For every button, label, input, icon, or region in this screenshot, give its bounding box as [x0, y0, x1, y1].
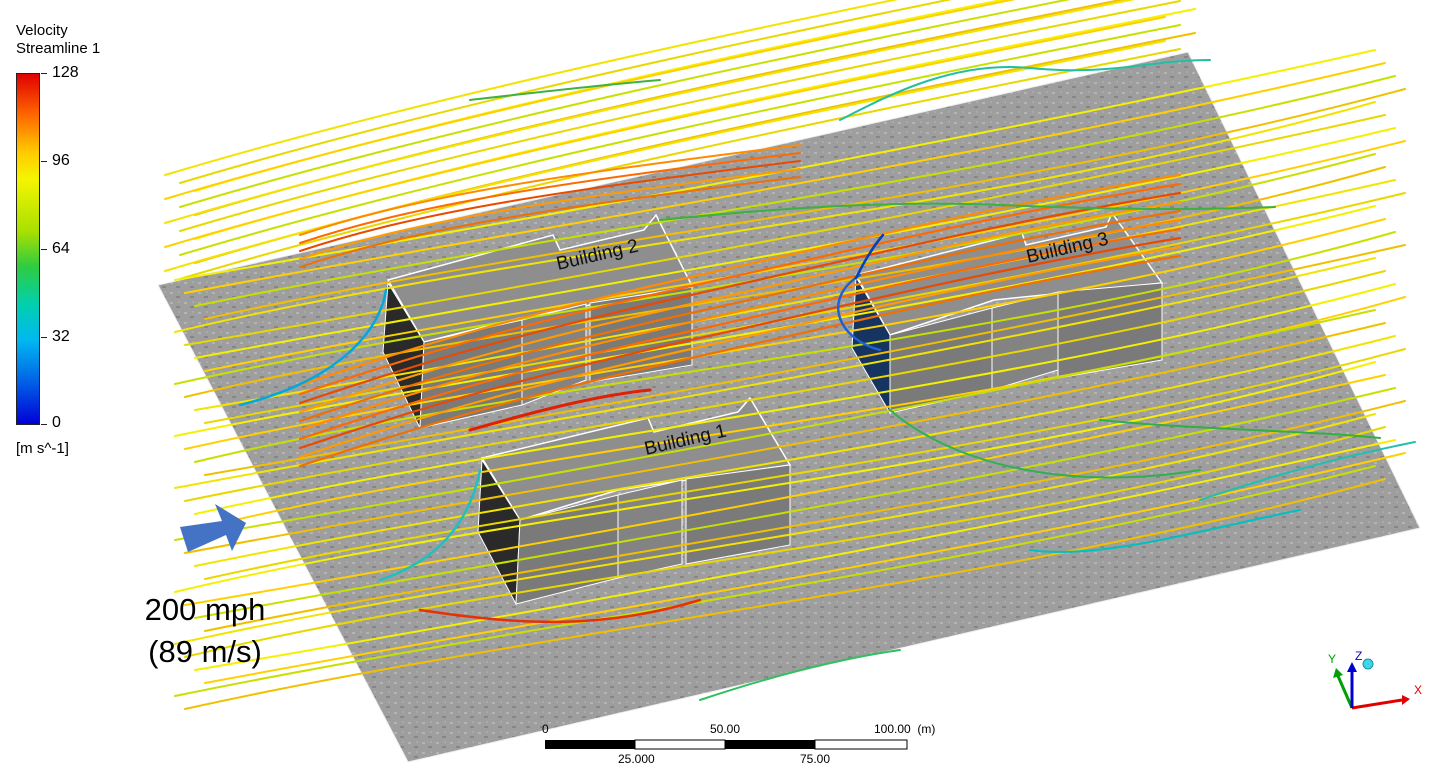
streamline — [194, 75, 1396, 307]
streamline — [194, 439, 1396, 671]
streamline — [837, 273, 882, 352]
streamline — [298, 191, 1182, 405]
colorbar-label-max: 128 — [52, 64, 79, 81]
streamline — [174, 465, 1376, 697]
streamline — [298, 254, 1182, 468]
scale-label-0: 0 — [542, 722, 549, 736]
streamline — [194, 231, 1396, 463]
streamline — [179, 0, 953, 184]
colorbar-tick — [41, 161, 47, 162]
colorbar-unit: [m s^-1] — [16, 440, 69, 457]
streamline — [238, 288, 388, 407]
streamline — [204, 88, 1406, 320]
streamline — [184, 114, 1386, 346]
colorbar-label-min: 0 — [52, 414, 61, 431]
streamline — [184, 426, 1386, 658]
streamline — [179, 48, 1181, 280]
streamline — [298, 200, 1182, 414]
colorbar-tick — [41, 249, 47, 250]
streamline — [194, 127, 1396, 359]
streamline — [179, 0, 1071, 208]
streamline — [194, 179, 1396, 411]
axis-x-label: X — [1414, 683, 1422, 697]
legend-title-line1: Velocity — [16, 22, 68, 39]
axis-z-label: Z — [1355, 649, 1362, 663]
streamline — [184, 218, 1386, 450]
streamline — [889, 409, 1201, 479]
streamline — [299, 152, 801, 244]
streamline — [1199, 441, 1416, 501]
streamline — [299, 168, 801, 260]
streamline — [184, 478, 1386, 710]
streamline — [174, 101, 1376, 333]
colorbar-label-32: 32 — [52, 328, 70, 345]
axis-triad: X Y Z — [1328, 649, 1422, 710]
streamline — [174, 257, 1376, 489]
colorbar — [16, 73, 40, 425]
inflow-speed-ms: (89 m/s) — [148, 634, 262, 669]
streamline — [194, 283, 1396, 515]
streamline — [194, 335, 1396, 567]
streamline — [298, 209, 1182, 423]
scale-label-50: 50.00 — [710, 722, 741, 736]
streamline — [174, 413, 1376, 645]
streamline — [839, 59, 1211, 121]
colorbar-tick — [41, 337, 47, 338]
streamline — [298, 173, 1182, 387]
streamline — [204, 140, 1406, 372]
streamline — [299, 144, 801, 236]
streamline — [174, 309, 1376, 541]
streamline — [1099, 419, 1381, 439]
inflow-speed-mph: 200 mph — [144, 592, 266, 627]
streamline — [179, 24, 1181, 256]
streamline — [164, 0, 1016, 200]
streamline — [164, 16, 1166, 248]
colorbar-tick — [41, 73, 47, 74]
streamline — [184, 322, 1386, 554]
streamline — [1029, 509, 1301, 553]
legend-title-line2: Streamline 1 — [16, 40, 101, 57]
streamlines — [164, 0, 1416, 710]
streamline — [184, 270, 1386, 502]
colorbar-label-96: 96 — [52, 152, 70, 169]
streamline — [469, 79, 661, 101]
scale-label-25: 25.000 — [618, 752, 655, 766]
streamline — [418, 598, 702, 624]
streamline — [854, 233, 885, 280]
streamline — [184, 374, 1386, 606]
streamline — [299, 176, 801, 268]
ground-plane — [157, 51, 1421, 763]
streamline — [659, 202, 1276, 221]
streamline — [468, 388, 652, 432]
streamline — [298, 245, 1182, 459]
building-3-front-right — [1057, 282, 1163, 379]
streamline — [298, 218, 1182, 432]
streamline — [298, 227, 1182, 441]
streamline — [378, 468, 482, 582]
streamline — [174, 361, 1376, 593]
streamline — [184, 166, 1386, 398]
scale-label-100: 100.00 (m) — [874, 722, 936, 736]
streamline — [204, 452, 1406, 684]
streamline — [184, 62, 1386, 294]
scale-label-75: 75.00 — [800, 752, 831, 766]
scale-bar — [545, 739, 908, 750]
streamline — [204, 244, 1406, 476]
streamline — [299, 160, 801, 252]
inflow-arrow-icon — [180, 504, 246, 552]
streamline — [174, 49, 1376, 281]
streamline — [699, 649, 901, 701]
streamline — [298, 236, 1182, 450]
streamline — [204, 400, 1406, 632]
streamline — [164, 0, 1136, 224]
colorbar-tick — [41, 424, 47, 425]
streamline — [298, 182, 1182, 396]
streamline — [179, 0, 1181, 232]
colorbar-label-64: 64 — [52, 240, 70, 257]
streamline — [164, 0, 899, 176]
streamline — [174, 205, 1376, 437]
axis-y-label: Y — [1328, 652, 1336, 666]
streamline — [204, 348, 1406, 580]
